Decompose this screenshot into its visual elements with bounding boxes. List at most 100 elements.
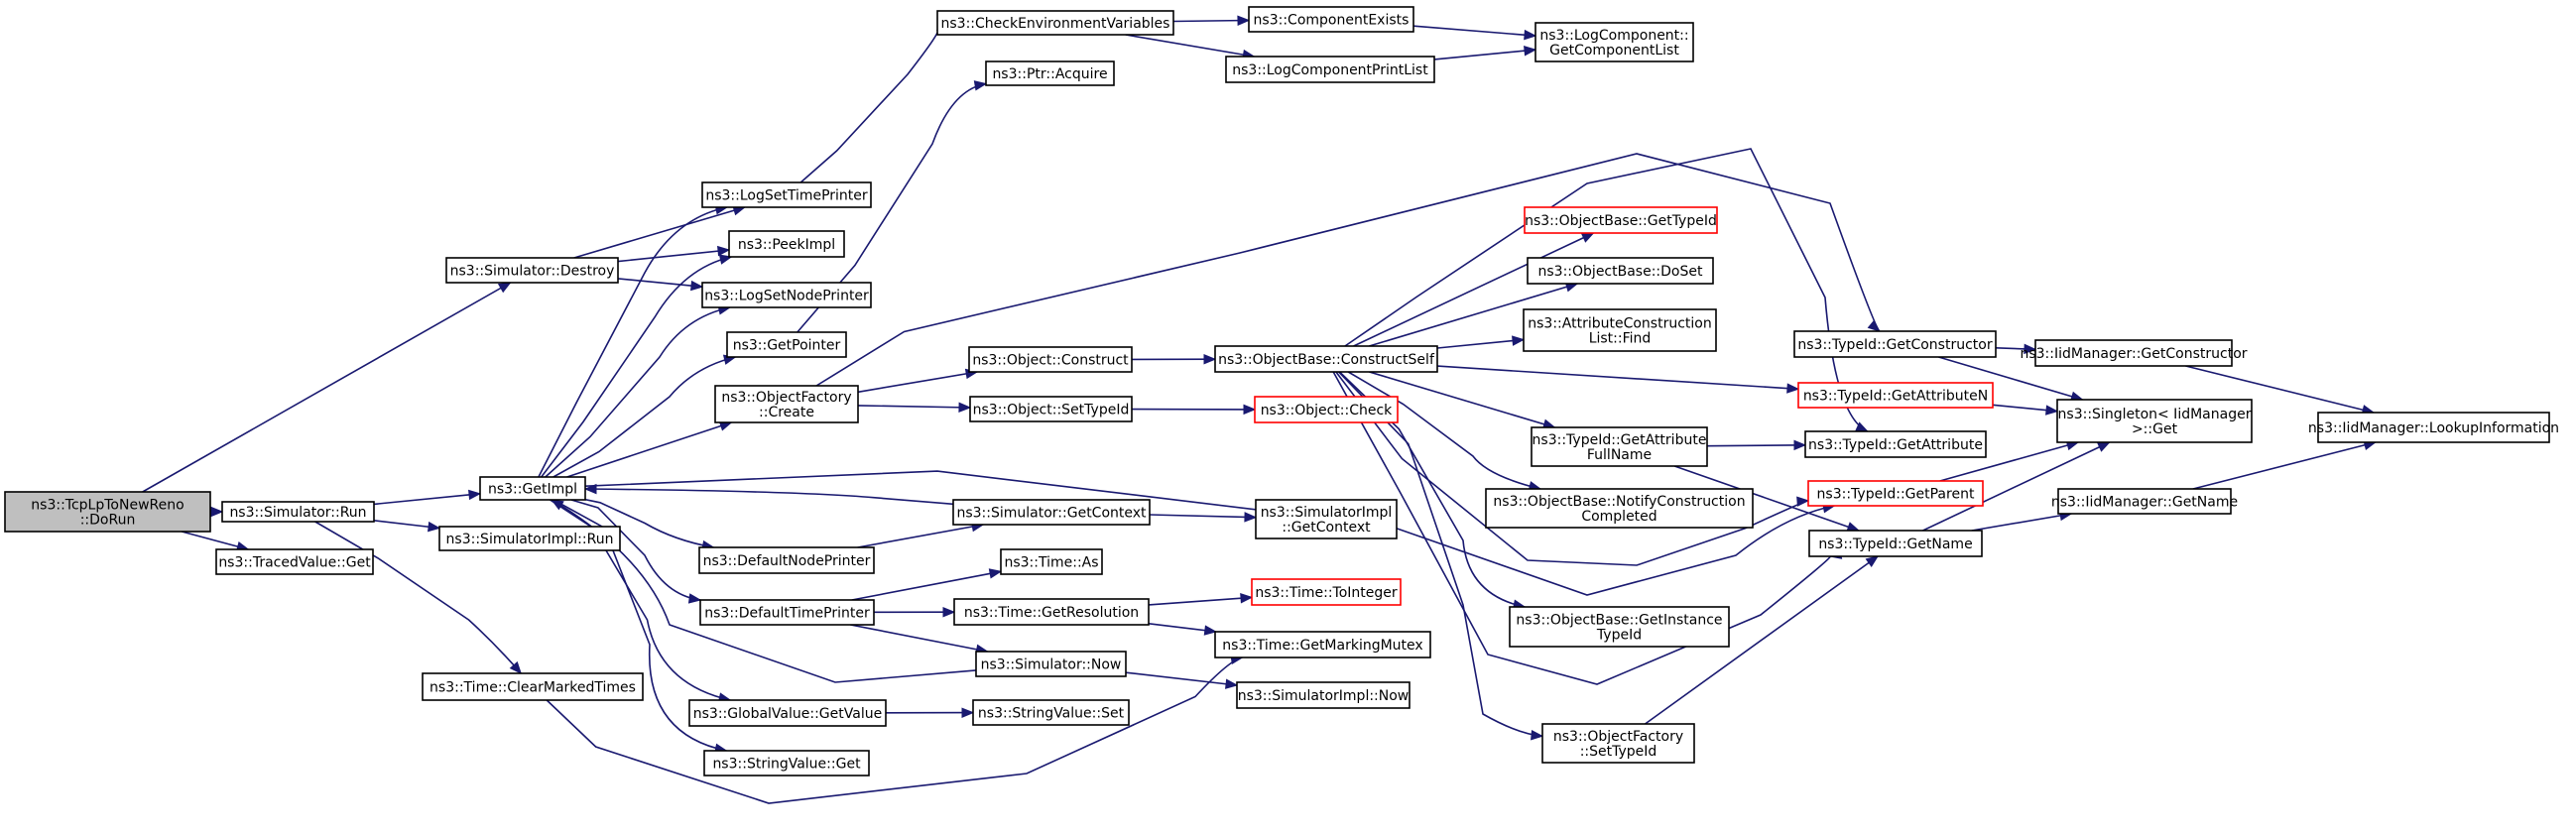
node-box-clearMarked[interactable] (422, 672, 644, 701)
node-box-doRun[interactable] (4, 491, 211, 533)
node-tidGetParent[interactable]: ns3::TypeId::GetParent (1807, 480, 1984, 507)
node-defTimePrinter[interactable]: ns3::DefaultTimePrinter (699, 599, 875, 626)
node-box-obConstructSelf[interactable] (1214, 345, 1438, 373)
node-box-timeToInteger[interactable] (1251, 578, 1402, 606)
node-box-defTimePrinter[interactable] (699, 599, 875, 626)
node-box-checkEnv[interactable] (936, 10, 1174, 36)
node-box-simImplNow[interactable] (1236, 681, 1411, 709)
node-box-singletonGet[interactable] (2056, 399, 2253, 443)
node-tidGetAttrN[interactable]: ns3::TypeId::GetAttributeN (1797, 382, 1994, 409)
node-box-logCompGetList[interactable] (1534, 22, 1694, 62)
node-box-compExists[interactable] (1248, 6, 1414, 33)
node-simGetContext[interactable]: ns3::Simulator::GetContext (952, 499, 1151, 526)
node-objFactCreate[interactable]: ns3::ObjectFactory::Create (714, 385, 859, 423)
node-box-simNow[interactable] (975, 651, 1127, 677)
node-simImplRun[interactable]: ns3::SimulatorImpl::Run (438, 526, 621, 551)
node-tidGetConstructor[interactable]: ns3::TypeId::GetConstructor (1793, 330, 1997, 358)
node-checkEnv[interactable]: ns3::CheckEnvironmentVariables (936, 10, 1174, 36)
node-box-simGetContext[interactable] (952, 499, 1151, 526)
node-box-objSetTypeId[interactable] (969, 396, 1133, 422)
node-box-tracedGet[interactable] (215, 548, 374, 575)
node-box-attrFind[interactable] (1523, 308, 1717, 352)
node-timeToInteger[interactable]: ns3::Time::ToInteger (1251, 578, 1402, 606)
node-box-tidGetConstructor[interactable] (1793, 330, 1997, 358)
node-box-obGetTypeId[interactable] (1524, 206, 1718, 234)
node-box-timeAs[interactable] (1000, 548, 1103, 575)
node-box-logCompPrint[interactable] (1225, 56, 1435, 83)
node-box-simRun[interactable] (221, 501, 375, 523)
node-box-obGetInstance[interactable] (1509, 606, 1730, 648)
node-box-ptrAcquire[interactable] (985, 60, 1115, 86)
node-box-timeGetMarking[interactable] (1214, 631, 1431, 658)
node-box-tidGetAttrN[interactable] (1797, 382, 1994, 409)
node-obConstructSelf[interactable]: ns3::ObjectBase::ConstructSelf (1214, 345, 1438, 373)
node-box-obDoSet[interactable] (1527, 257, 1714, 285)
node-box-logSetNode[interactable] (701, 282, 872, 308)
node-tracedGet[interactable]: ns3::TracedValue::Get (215, 548, 374, 575)
node-svGet[interactable]: ns3::StringValue::Get (703, 750, 870, 776)
node-svSet[interactable]: ns3::StringValue::Set (972, 699, 1130, 726)
node-box-ofSetTypeId[interactable] (1541, 723, 1695, 764)
node-box-getImpl[interactable] (479, 476, 586, 501)
node-ptrAcquire[interactable]: ns3::Ptr::Acquire (985, 60, 1115, 86)
node-box-tidGetAttrFull[interactable] (1531, 426, 1708, 467)
node-objConstruct[interactable]: ns3::Object::Construct (968, 346, 1133, 373)
node-logSetTime[interactable]: ns3::LogSetTimePrinter (701, 181, 872, 208)
node-box-gvGetValue[interactable] (688, 699, 887, 727)
node-box-objCheck[interactable] (1254, 396, 1399, 423)
node-box-iidGetName[interactable] (2057, 488, 2232, 515)
node-box-svGet[interactable] (703, 750, 870, 776)
node-box-simImplGetContext[interactable] (1255, 499, 1398, 539)
node-simDestroy[interactable]: ns3::Simulator::Destroy (445, 257, 619, 284)
node-ofSetTypeId[interactable]: ns3::ObjectFactory::SetTypeId (1541, 723, 1695, 764)
node-simImplGetContext[interactable]: ns3::SimulatorImpl::GetContext (1255, 499, 1398, 539)
node-box-tidGetName[interactable] (1808, 530, 1983, 557)
node-box-timeGetRes[interactable] (953, 598, 1150, 626)
node-doRun[interactable]: ns3::TcpLpToNewReno::DoRun (4, 491, 211, 533)
node-box-obNotify[interactable] (1485, 488, 1754, 529)
node-box-logSetTime[interactable] (701, 181, 872, 208)
node-obDoSet[interactable]: ns3::ObjectBase::DoSet (1527, 257, 1714, 285)
node-box-defNodePrinter[interactable] (698, 546, 875, 574)
node-getPointer[interactable]: ns3::GetPointer (726, 331, 847, 358)
node-obNotify[interactable]: ns3::ObjectBase::NotifyConstructionCompl… (1485, 488, 1754, 529)
node-logCompGetList[interactable]: ns3::LogComponent::GetComponentList (1534, 22, 1694, 62)
node-box-tidGetAttr[interactable] (1804, 430, 1987, 458)
node-timeGetRes[interactable]: ns3::Time::GetResolution (953, 598, 1150, 626)
node-simRun[interactable]: ns3::Simulator::Run (221, 501, 375, 523)
node-objCheck[interactable]: ns3::Object::Check (1254, 396, 1399, 423)
node-box-tidGetParent[interactable] (1807, 480, 1984, 507)
node-box-svSet[interactable] (972, 699, 1130, 726)
node-simNow[interactable]: ns3::Simulator::Now (975, 651, 1127, 677)
node-getImpl[interactable]: ns3::GetImpl (479, 476, 586, 501)
node-box-iidLookup[interactable] (2317, 412, 2550, 443)
node-box-objConstruct[interactable] (968, 346, 1133, 373)
node-singletonGet[interactable]: ns3::Singleton< IidManager >::Get (2056, 399, 2253, 443)
node-box-simImplRun[interactable] (438, 526, 621, 551)
node-logSetNode[interactable]: ns3::LogSetNodePrinter (701, 282, 872, 308)
node-peekImpl[interactable]: ns3::PeekImpl (728, 230, 845, 258)
node-box-getPointer[interactable] (726, 331, 847, 358)
node-box-objFactCreate[interactable] (714, 385, 859, 423)
node-tidGetAttr[interactable]: ns3::TypeId::GetAttribute (1804, 430, 1987, 458)
node-gvGetValue[interactable]: ns3::GlobalValue::GetValue (688, 699, 887, 727)
node-iidLookup[interactable]: ns3::IidManager::LookupInformation (2308, 412, 2559, 443)
node-timeAs[interactable]: ns3::Time::As (1000, 548, 1103, 575)
node-defNodePrinter[interactable]: ns3::DefaultNodePrinter (698, 546, 875, 574)
node-tidGetName[interactable]: ns3::TypeId::GetName (1808, 530, 1983, 557)
node-box-simDestroy[interactable] (445, 257, 619, 284)
node-iidGetName[interactable]: ns3::IidManager::GetName (2051, 488, 2238, 515)
node-simImplNow[interactable]: ns3::SimulatorImpl::Now (1236, 681, 1411, 709)
node-timeGetMarking[interactable]: ns3::Time::GetMarkingMutex (1214, 631, 1431, 658)
node-clearMarked[interactable]: ns3::Time::ClearMarkedTimes (422, 672, 644, 701)
node-box-peekImpl[interactable] (728, 230, 845, 258)
node-compExists[interactable]: ns3::ComponentExists (1248, 6, 1414, 33)
node-iidGetConstructor[interactable]: ns3::IidManager::GetConstructor (2020, 339, 2248, 367)
node-logCompPrint[interactable]: ns3::LogComponentPrintList (1225, 56, 1435, 83)
node-box-iidGetConstructor[interactable] (2034, 339, 2233, 367)
node-objSetTypeId[interactable]: ns3::Object::SetTypeId (969, 396, 1133, 422)
node-obGetTypeId[interactable]: ns3::ObjectBase::GetTypeId (1524, 206, 1718, 234)
